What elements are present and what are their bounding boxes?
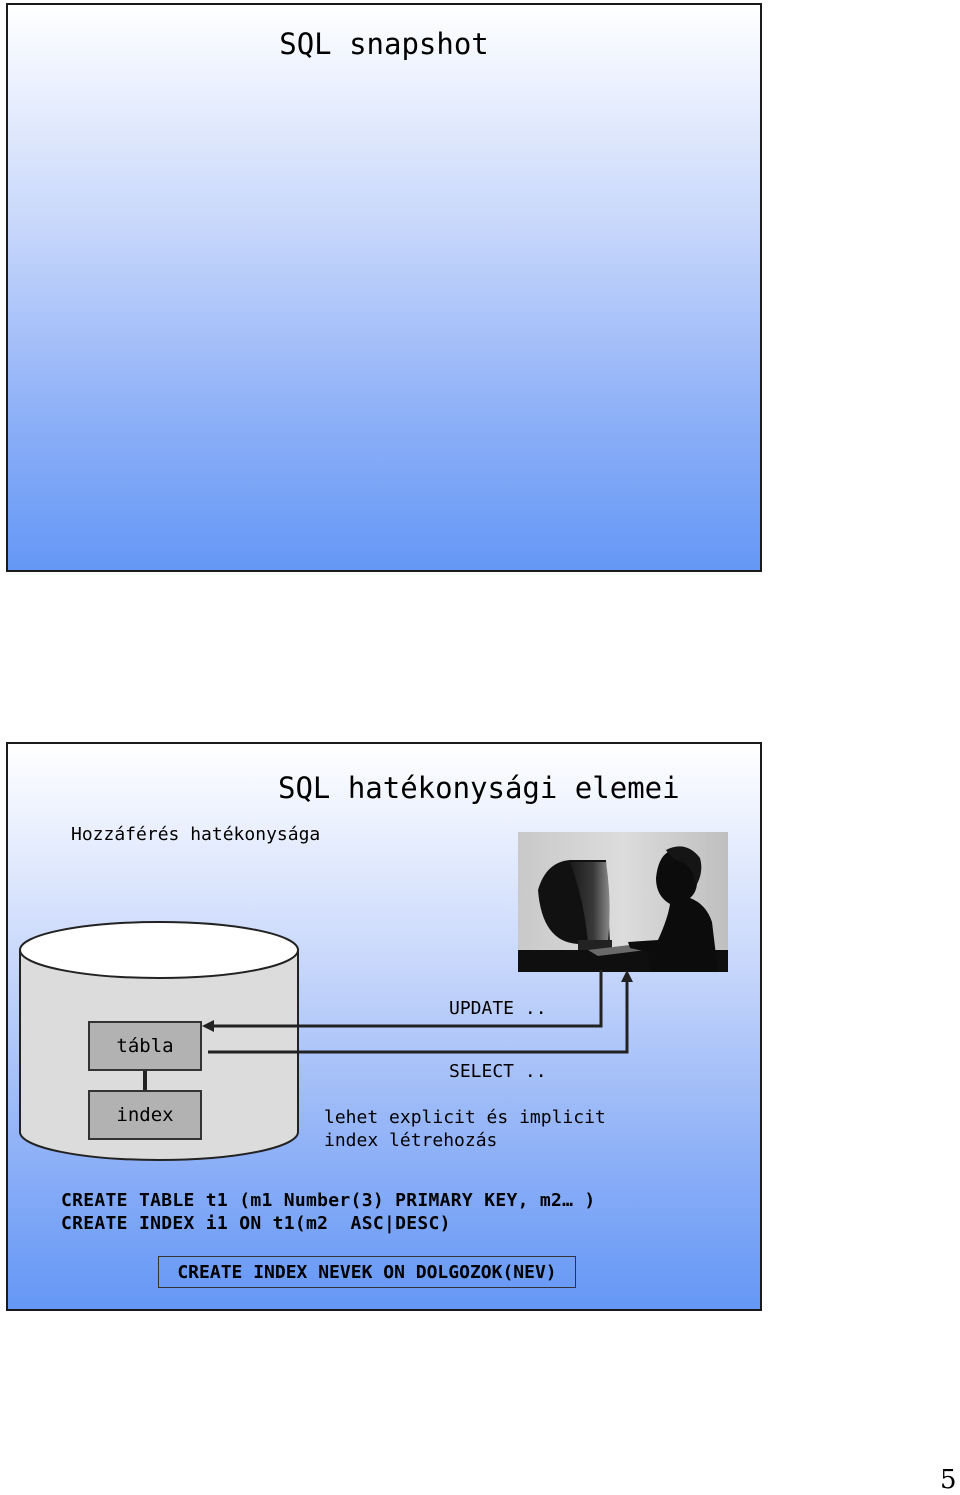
table-box: tábla xyxy=(88,1021,202,1071)
create-index-example: CREATE INDEX NEVEK ON DOLGOZOK(NEV) xyxy=(177,1261,557,1283)
index-label: index xyxy=(116,1104,174,1126)
slide-2: SQL hatékonysági elemei Hozzáférés haték… xyxy=(6,742,762,1311)
slide-2-title: SQL hatékonysági elemei xyxy=(278,771,680,805)
update-label: UPDATE .. xyxy=(449,998,547,1019)
table-index-connector xyxy=(143,1071,147,1090)
create-index-statement: CREATE INDEX i1 ON t1(m2 ASC|DESC) xyxy=(61,1213,451,1234)
slide-2-subtitle: Hozzáférés hatékonysága xyxy=(71,824,321,845)
index-note-line-1: lehet explicit és implicit xyxy=(324,1107,606,1128)
access-arrows xyxy=(202,970,633,1054)
page-number: 5 xyxy=(940,1465,957,1495)
table-label: tábla xyxy=(116,1035,174,1057)
select-label: SELECT .. xyxy=(449,1061,547,1082)
person-at-computer-icon xyxy=(518,832,728,972)
create-index-example-box: CREATE INDEX NEVEK ON DOLGOZOK(NEV) xyxy=(158,1256,576,1288)
create-table-statement: CREATE TABLE t1 (m1 Number(3) PRIMARY KE… xyxy=(61,1190,596,1211)
index-box: index xyxy=(88,1090,202,1140)
slide-1: SQL snapshot xyxy=(6,3,762,572)
index-note-line-2: index létrehozás xyxy=(324,1130,498,1151)
slide-1-title: SQL snapshot xyxy=(279,27,489,61)
